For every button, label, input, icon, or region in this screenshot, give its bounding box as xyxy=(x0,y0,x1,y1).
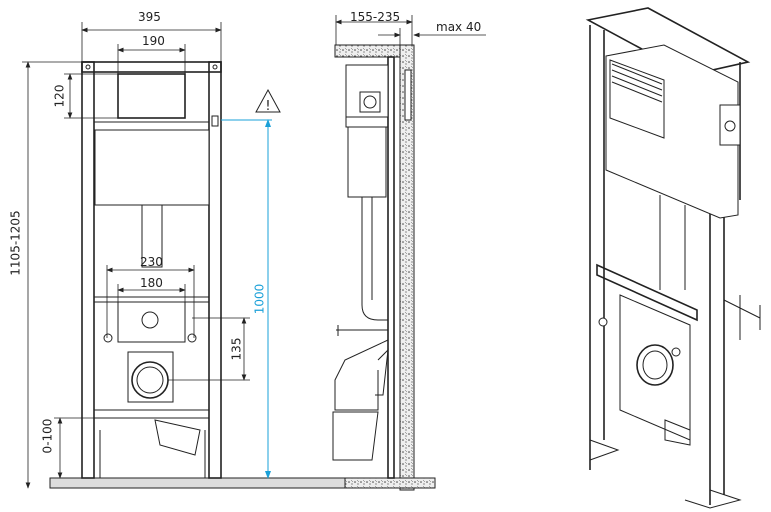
top-rail xyxy=(81,61,222,73)
drain-bend xyxy=(154,419,201,456)
flush-pipe xyxy=(141,204,163,268)
flush-plate xyxy=(117,73,186,119)
side-view xyxy=(332,15,486,491)
left-post xyxy=(81,61,95,479)
bolt-spacing-outer-label: 230 xyxy=(140,255,163,269)
actuation-height-label: 1000 xyxy=(252,283,267,315)
max-label: max 40 xyxy=(436,20,482,34)
crossbar xyxy=(93,296,210,303)
bolt-spacing-inner-label: 180 xyxy=(140,276,163,290)
svg-text:!: ! xyxy=(265,99,270,114)
warning-triangle-icon: ! xyxy=(255,88,281,114)
flush-plate-width-label: 190 xyxy=(142,34,165,48)
right-post xyxy=(208,61,222,479)
isometric-view xyxy=(585,7,761,509)
outlet-height-label: 135 xyxy=(229,337,244,361)
cistern xyxy=(94,129,210,206)
flush-plate-height-label: 120 xyxy=(52,84,67,108)
total-height-label: 1105-1205 xyxy=(8,210,23,276)
width-label: 395 xyxy=(138,10,161,24)
wall xyxy=(399,44,415,491)
depth-label: 155-235 xyxy=(350,10,401,24)
water-inlet xyxy=(141,311,159,329)
front-view: ! xyxy=(22,22,431,489)
foot-adjust-label: 0-100 xyxy=(40,418,55,454)
